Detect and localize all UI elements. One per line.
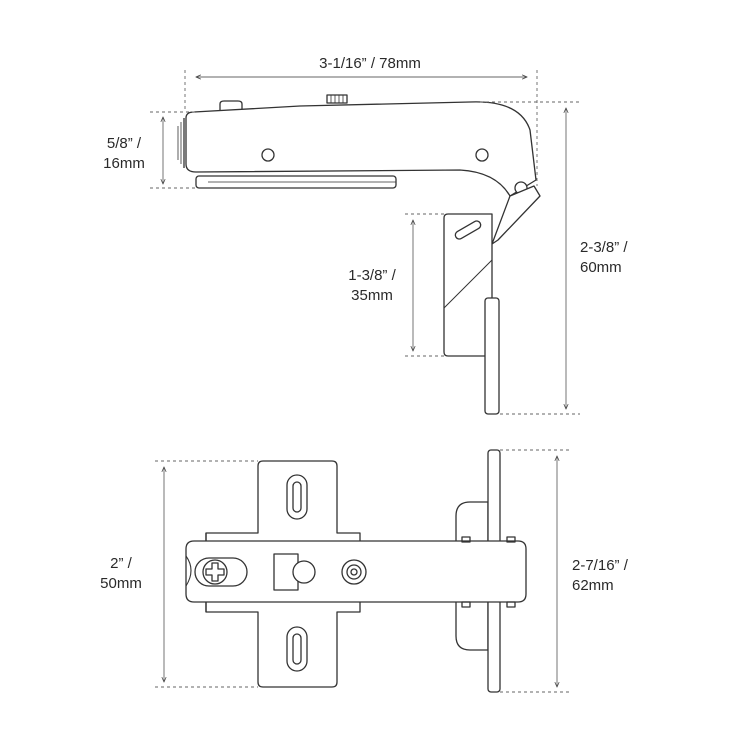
cup-slot — [454, 220, 482, 240]
side-view — [177, 94, 541, 415]
adjuster-cam — [292, 560, 316, 584]
dim-bottom-plate: 2” / 50mm — [100, 555, 142, 592]
cross-screw-icon — [202, 559, 228, 585]
pin — [461, 601, 471, 608]
pin — [506, 601, 516, 608]
rivet — [475, 148, 489, 162]
adjust-screw-top — [326, 94, 348, 104]
side-view-dimensions — [150, 70, 580, 415]
hinge-link — [491, 185, 541, 245]
arm-tab — [219, 100, 243, 112]
pin — [506, 536, 516, 543]
dim-mount-height: 1-3/8” / 35mm — [348, 267, 396, 304]
round-fastener-icon — [341, 559, 367, 585]
dim-total-height: 2-3/8” / 60mm — [580, 239, 628, 276]
top-view — [185, 449, 527, 693]
plate-slot-bottom — [286, 626, 308, 672]
hinge-arm-side — [185, 101, 537, 197]
dim-top-height: 5/8” / 16mm — [103, 135, 145, 172]
door-edge — [484, 297, 500, 415]
plate-slot-top — [286, 474, 308, 520]
top-view-dimensions — [155, 449, 570, 693]
dim-top-width: 3-1/16” / 78mm — [319, 55, 421, 72]
pin — [461, 536, 471, 543]
dim-bottom-total: 2-7/16” / 62mm — [572, 557, 628, 594]
rivet — [261, 148, 275, 162]
